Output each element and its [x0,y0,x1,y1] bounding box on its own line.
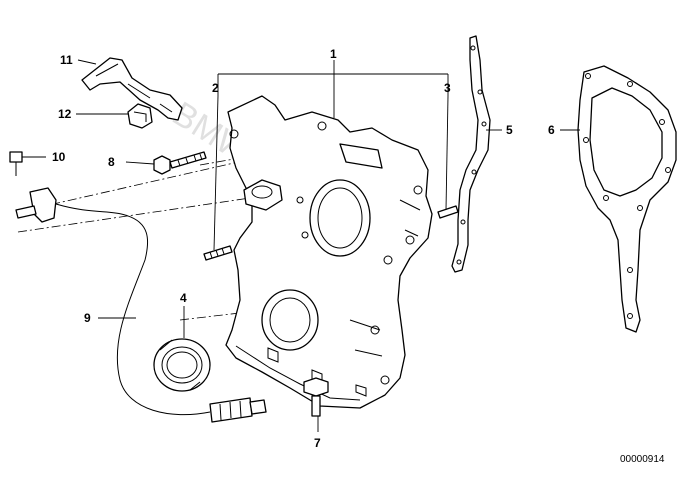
label-9: 9 [84,311,91,325]
part-labels: 1 2 3 4 5 6 7 8 9 10 11 12 [52,47,555,450]
part-12-clip [127,103,153,129]
part-1-case-cover [225,95,433,409]
part-10-bolt [9,151,23,176]
part-6-gasket [577,65,677,333]
part-5-gasket-strip [451,35,491,273]
part-4-seal-ring [153,338,211,392]
label-2: 2 [212,81,219,95]
part-8-bolt [153,151,207,175]
label-10: 10 [52,150,66,164]
part-7-bolt [303,377,329,417]
part-3-dowel [437,205,459,219]
label-4: 4 [180,291,187,305]
label-8: 8 [108,155,115,169]
label-6: 6 [548,123,555,137]
label-7: 7 [314,436,321,450]
label-11: 11 [60,53,73,67]
label-12: 12 [58,107,72,121]
part-2-stud [203,245,233,261]
part-9-sensor-cable [15,187,267,423]
leader-lines [22,59,580,432]
reference-number: 00000914 [620,454,665,465]
label-1: 1 [330,47,337,61]
label-3: 3 [444,81,451,95]
label-5: 5 [506,123,513,137]
part-11-bracket [81,57,183,121]
